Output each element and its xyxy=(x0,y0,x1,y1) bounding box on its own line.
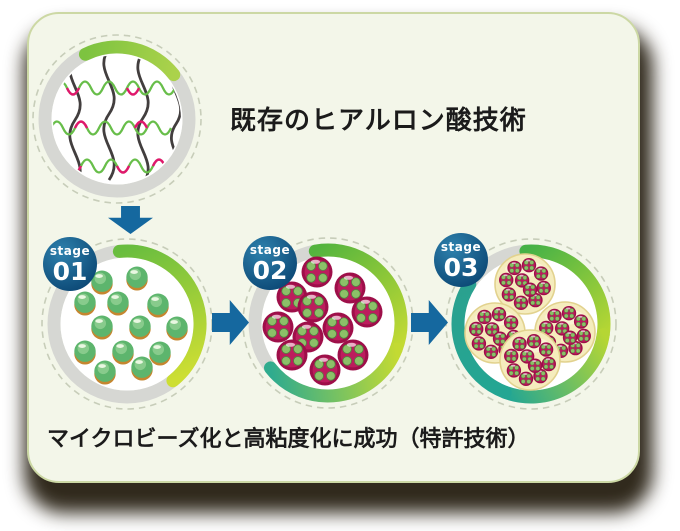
stage-badge-label: stage xyxy=(440,239,482,254)
existing-ha-circle xyxy=(32,34,202,204)
stage-badge-label: stage xyxy=(49,243,91,258)
stage-02-circle xyxy=(242,237,414,409)
stage-03-circle xyxy=(445,238,617,410)
stage-03-badge: stage 03 xyxy=(434,233,488,287)
dashed-outline xyxy=(32,34,202,204)
stage-badge-number: 03 xyxy=(443,252,479,282)
circle-inner xyxy=(51,53,183,185)
patent-caption: マイクロビーズ化と高粘度化に成功（特許技術） xyxy=(47,427,530,452)
stage-badge-label: stage xyxy=(249,242,291,257)
stage-02-badge: stage 02 xyxy=(243,236,297,290)
stage-badge-number: 02 xyxy=(252,255,288,285)
stage-01-circle xyxy=(41,238,213,410)
ha-network-illustration xyxy=(53,55,181,183)
existing-technology-title: 既存のヒアルロン酸技術 xyxy=(230,106,527,136)
stage-01-badge: stage 01 xyxy=(43,237,97,291)
stage-badge-number: 01 xyxy=(52,256,88,286)
